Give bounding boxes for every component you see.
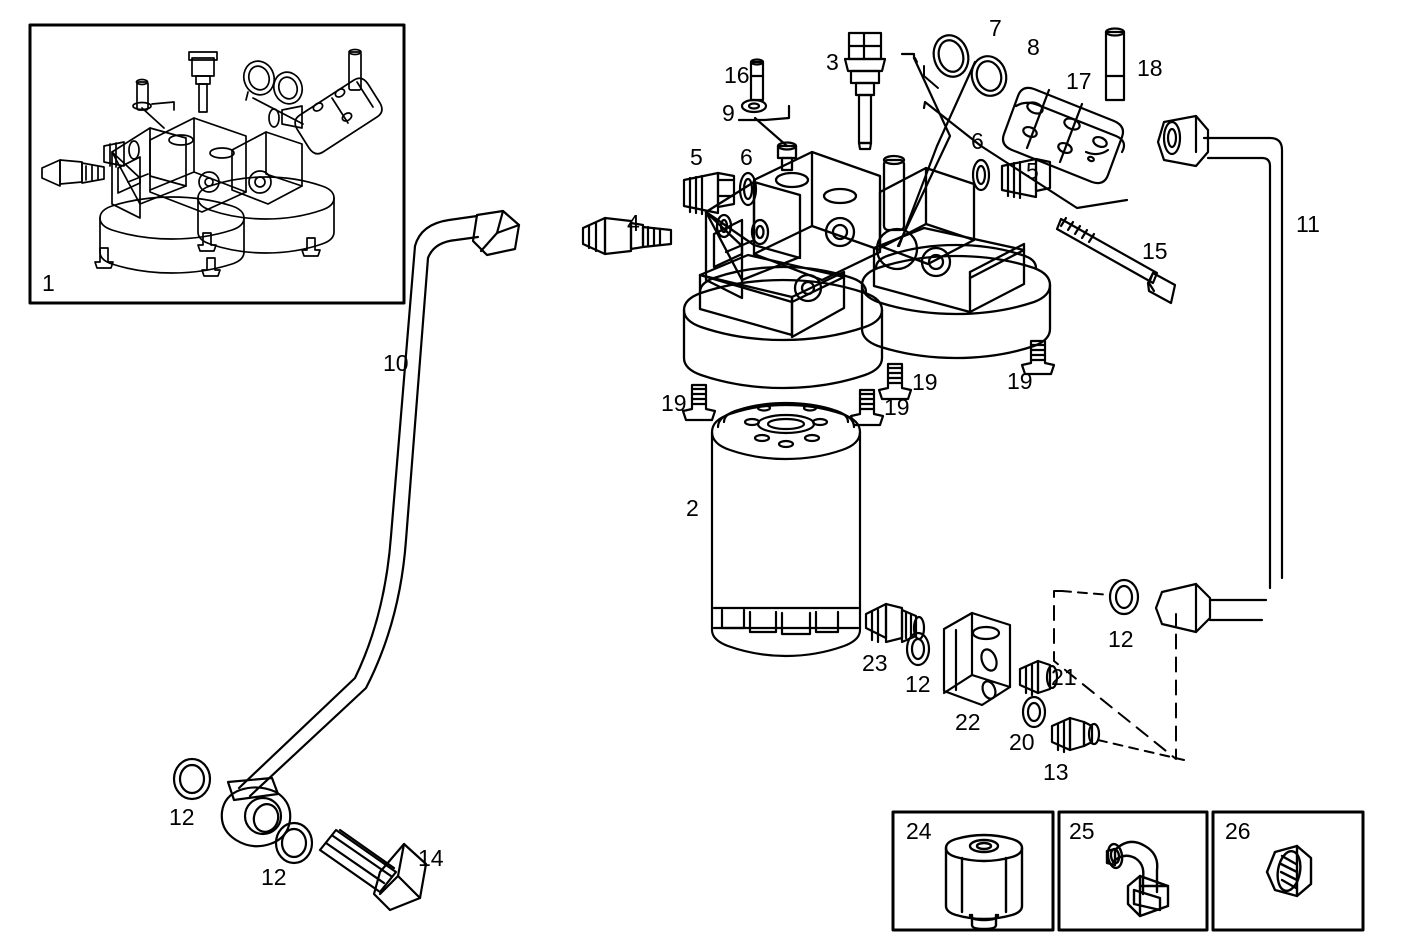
callout-label-12b: 12 — [261, 864, 287, 890]
part-2-oil-filter — [710, 401, 862, 658]
filter-head-main — [682, 52, 1052, 390]
detail-box-24-frame — [891, 810, 1055, 932]
callout-label-12c: 12 — [905, 671, 931, 697]
callout-label-6b: 6 — [971, 128, 984, 154]
callout-label-21: 21 — [1051, 664, 1077, 690]
detail-26-artwork — [1265, 844, 1313, 898]
callout-label-25: 25 — [1069, 818, 1095, 844]
reference-leader-13 — [1097, 739, 1185, 761]
callout-label-19c: 19 — [912, 369, 938, 395]
callout-label-22: 22 — [955, 709, 981, 735]
callout-label-2: 2 — [686, 495, 699, 521]
callout-label-19d: 19 — [1007, 368, 1033, 394]
callout-label-19a: 19 — [661, 390, 687, 416]
callout-label-4: 4 — [627, 210, 640, 236]
part-8-o-ring — [970, 55, 1008, 97]
part-12-washer-centre — [905, 631, 931, 667]
callout-label-10: 10 — [383, 350, 409, 376]
callout-label-19b: 19 — [884, 394, 910, 420]
callout-label-18: 18 — [1137, 55, 1163, 81]
callout-label-13: 13 — [1043, 759, 1069, 785]
callout-label-14: 14 — [418, 845, 444, 871]
reference-bracket — [1053, 590, 1177, 760]
part-12-washer-left-b — [274, 821, 314, 865]
detail-box-1-frame — [28, 23, 406, 305]
part-12-washer-right — [1108, 578, 1140, 616]
detail-25-artwork — [1105, 840, 1170, 918]
part-14-banjo-bolt — [318, 828, 428, 912]
callout-label-11: 11 — [1296, 211, 1320, 237]
part-22-connector-block — [942, 611, 1012, 707]
part-9-seal-washer — [740, 98, 768, 114]
callout-label-23: 23 — [862, 650, 888, 676]
part-11-oil-pipe — [1154, 114, 1284, 634]
callout-label-20: 20 — [1009, 729, 1035, 755]
callout-label-5b: 5 — [1026, 158, 1039, 184]
part-20-washer — [1021, 695, 1047, 729]
callout-label-6a: 6 — [740, 144, 753, 170]
callout-label-7: 7 — [989, 15, 1002, 41]
callout-label-8: 8 — [1027, 34, 1040, 60]
part-7-o-ring — [932, 34, 970, 78]
callout-label-26: 26 — [1225, 818, 1251, 844]
callout-label-15: 15 — [1142, 238, 1168, 264]
part-3-temperature-sender — [843, 31, 887, 151]
part-17-valve-sleeve — [922, 65, 1129, 210]
part-21-screw-plug — [1018, 659, 1059, 697]
callout-label-1: 1 — [42, 270, 55, 296]
callout-label-17: 17 — [1066, 68, 1092, 94]
callout-label-9: 9 — [722, 100, 735, 126]
part-16-dowel-pin — [749, 58, 765, 102]
part-18-plunger-pin — [1104, 27, 1126, 102]
part-6-left-seal-ring — [738, 171, 758, 207]
part-10-oil-pipe — [220, 209, 521, 848]
part-4-hose-nipple — [581, 216, 673, 256]
callout-label-24: 24 — [906, 818, 932, 844]
detail-24-artwork — [944, 833, 1024, 931]
callout-label-12d: 12 — [1108, 626, 1134, 652]
part-5-left-fitting — [682, 171, 736, 216]
detail-box-26-frame — [1211, 810, 1365, 932]
part-23-connector — [864, 602, 926, 644]
callout-label-12a: 12 — [169, 804, 195, 830]
detail-1-artwork — [41, 48, 383, 277]
callout-label-16: 16 — [724, 62, 750, 88]
part-6-right-seal-ring — [971, 158, 991, 192]
callout-label-3: 3 — [826, 49, 839, 75]
part-13-hollow-screw — [1050, 716, 1101, 754]
reference-leader-12 — [1061, 590, 1111, 596]
part-19-bolts — [681, 339, 1056, 427]
part-12-washer-left-a — [172, 757, 212, 801]
callout-label-5a: 5 — [690, 144, 703, 170]
part-15-long-bolt — [1055, 216, 1177, 305]
